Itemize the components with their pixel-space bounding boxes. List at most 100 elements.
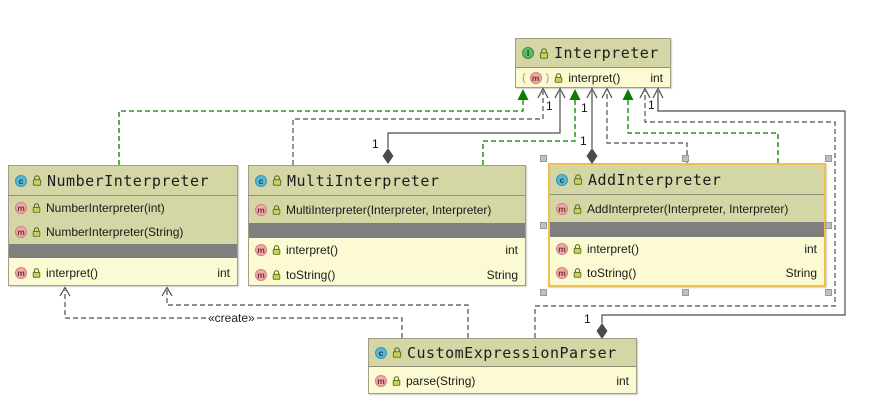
class-header-customexpressionparser[interactable]: c CustomExpressionParser <box>369 339 636 367</box>
lock-icon <box>553 72 564 84</box>
class-header-interpreter[interactable]: I Interpreter <box>516 39 670 68</box>
multiplicity-label: 1 <box>584 312 591 326</box>
method-label: interpret() <box>286 243 339 257</box>
method-row[interactable]: m interpret() int <box>249 238 525 262</box>
class-header-numberinterpreter[interactable]: c NumberInterpreter <box>9 166 237 196</box>
constructor-section: m NumberInterpreter(int) m NumberInterpr… <box>9 196 237 244</box>
selection-handle-bottom-middle[interactable] <box>682 289 689 296</box>
method-label: toString() <box>587 266 637 280</box>
lock-icon <box>391 346 403 359</box>
method-row[interactable]: (m) interpret() int <box>516 68 670 88</box>
lock-icon <box>31 226 42 238</box>
method-row[interactable]: m toString() String <box>550 261 824 285</box>
method-icon: m <box>556 267 568 279</box>
method-return-type: int <box>650 71 663 85</box>
class-node-addinterpreter[interactable]: c AddInterpreter m AddInterpreter(Interp… <box>548 163 826 287</box>
lock-icon <box>572 203 583 215</box>
method-row[interactable]: m interpret() int <box>550 237 824 261</box>
class-icon: c <box>556 173 568 186</box>
method-icon: m <box>15 226 27 238</box>
method-icon: m <box>255 268 267 281</box>
selection-handle-top-middle[interactable] <box>682 155 689 162</box>
lock-icon <box>572 243 583 255</box>
class-title: AddInterpreter <box>588 170 722 189</box>
multiplicity-label: 1 <box>581 101 588 115</box>
section-divider <box>249 223 525 238</box>
class-node-numberinterpreter[interactable]: c NumberInterpreter m NumberInterpreter(… <box>8 165 238 286</box>
class-title: NumberInterpreter <box>47 171 210 190</box>
class-icon: c <box>375 346 387 359</box>
lock-icon <box>572 267 583 279</box>
method-icon: m <box>15 266 27 279</box>
constructor-row[interactable]: m NumberInterpreter(int) <box>9 196 237 220</box>
constructor-label: NumberInterpreter(String) <box>46 225 184 239</box>
class-node-multiinterpreter[interactable]: c MultiInterpreter m MultiInterpreter(In… <box>248 165 526 286</box>
lock-icon <box>31 202 42 214</box>
method-icon: m <box>15 202 27 214</box>
constructor-label: NumberInterpreter(int) <box>46 201 165 215</box>
lock-icon <box>31 174 43 187</box>
method-icon: m <box>255 203 267 216</box>
class-icon: c <box>15 174 27 187</box>
class-header-addinterpreter[interactable]: c AddInterpreter <box>550 165 824 195</box>
method-row[interactable]: m toString() String <box>249 262 525 287</box>
constructor-row[interactable]: m MultiInterpreter(Interpreter, Interpre… <box>249 196 525 223</box>
class-header-multiinterpreter[interactable]: c MultiInterpreter <box>249 166 525 196</box>
lock-icon <box>271 174 283 187</box>
edge-realization-multiinterpreter-interpreter[interactable] <box>482 89 581 165</box>
multiplicity-label: 1 <box>546 99 553 113</box>
edge-realization-numberinterpreter-interpreter[interactable] <box>118 89 529 165</box>
lock-icon <box>538 47 550 60</box>
lock-icon <box>271 244 282 256</box>
selection-handle-bottom-right[interactable] <box>825 289 832 296</box>
method-row[interactable]: m interpret() int <box>9 258 237 287</box>
abstract-paren: ) <box>545 72 550 84</box>
class-icon: c <box>255 174 267 187</box>
lock-icon <box>391 375 402 387</box>
multiplicity-label: 1 <box>648 98 655 112</box>
selection-handle-top-left[interactable] <box>540 155 547 162</box>
edge-dependency-addinterpreter-interpreter[interactable] <box>601 87 688 164</box>
lock-icon <box>572 173 584 186</box>
constructor-row[interactable]: m NumberInterpreter(String) <box>9 220 237 244</box>
method-icon: m <box>529 72 542 84</box>
class-title: Interpreter <box>554 44 659 62</box>
edge-realization-addinterpreter-interpreter[interactable] <box>622 89 779 163</box>
multiplicity-label: 1 <box>372 137 379 151</box>
method-label: parse(String) <box>406 373 476 388</box>
method-return-type: String <box>486 267 518 282</box>
class-title: CustomExpressionParser <box>407 343 617 362</box>
edge-aggregation-addinterpreter-interpreter[interactable] <box>586 87 598 165</box>
method-return-type: String <box>785 266 817 280</box>
create-stereotype-label: «create» <box>206 311 257 325</box>
constructor-row[interactable]: m AddInterpreter(Interpreter, Interprete… <box>550 195 824 222</box>
method-return-type: int <box>505 243 518 257</box>
method-label: toString() <box>286 267 336 282</box>
edge-aggregation-multiinterpreter-interpreter[interactable] <box>382 87 566 165</box>
method-return-type: int <box>804 242 817 256</box>
selection-handle-middle-left[interactable] <box>540 222 547 229</box>
lock-icon <box>271 269 282 281</box>
method-icon: m <box>556 202 568 215</box>
class-node-interpreter[interactable]: I Interpreter (m) interpret() int <box>515 38 671 88</box>
method-icon: m <box>255 244 267 256</box>
interface-icon: I <box>522 47 534 59</box>
method-label: interpret() <box>46 265 99 280</box>
method-icon: m <box>375 374 387 387</box>
method-row[interactable]: m parse(String) int <box>369 367 636 394</box>
class-node-customexpressionparser[interactable]: c CustomExpressionParser m parse(String)… <box>368 338 637 394</box>
section-divider <box>550 222 824 237</box>
edge-dependency-multiinterpreter-interpreter[interactable] <box>292 87 549 166</box>
constructor-section: m AddInterpreter(Interpreter, Interprete… <box>550 195 824 222</box>
lock-icon <box>271 204 282 216</box>
method-return-type: int <box>217 265 230 280</box>
selection-handle-top-right[interactable] <box>825 155 832 162</box>
selection-handle-bottom-left[interactable] <box>540 289 547 296</box>
method-label: interpret() <box>568 71 621 85</box>
abstract-paren: ( <box>522 72 526 84</box>
selection-handle-middle-right[interactable] <box>825 222 832 229</box>
multiplicity-label: 1 <box>580 134 587 148</box>
lock-icon <box>31 267 42 279</box>
constructor-section: m MultiInterpreter(Interpreter, Interpre… <box>249 196 525 223</box>
